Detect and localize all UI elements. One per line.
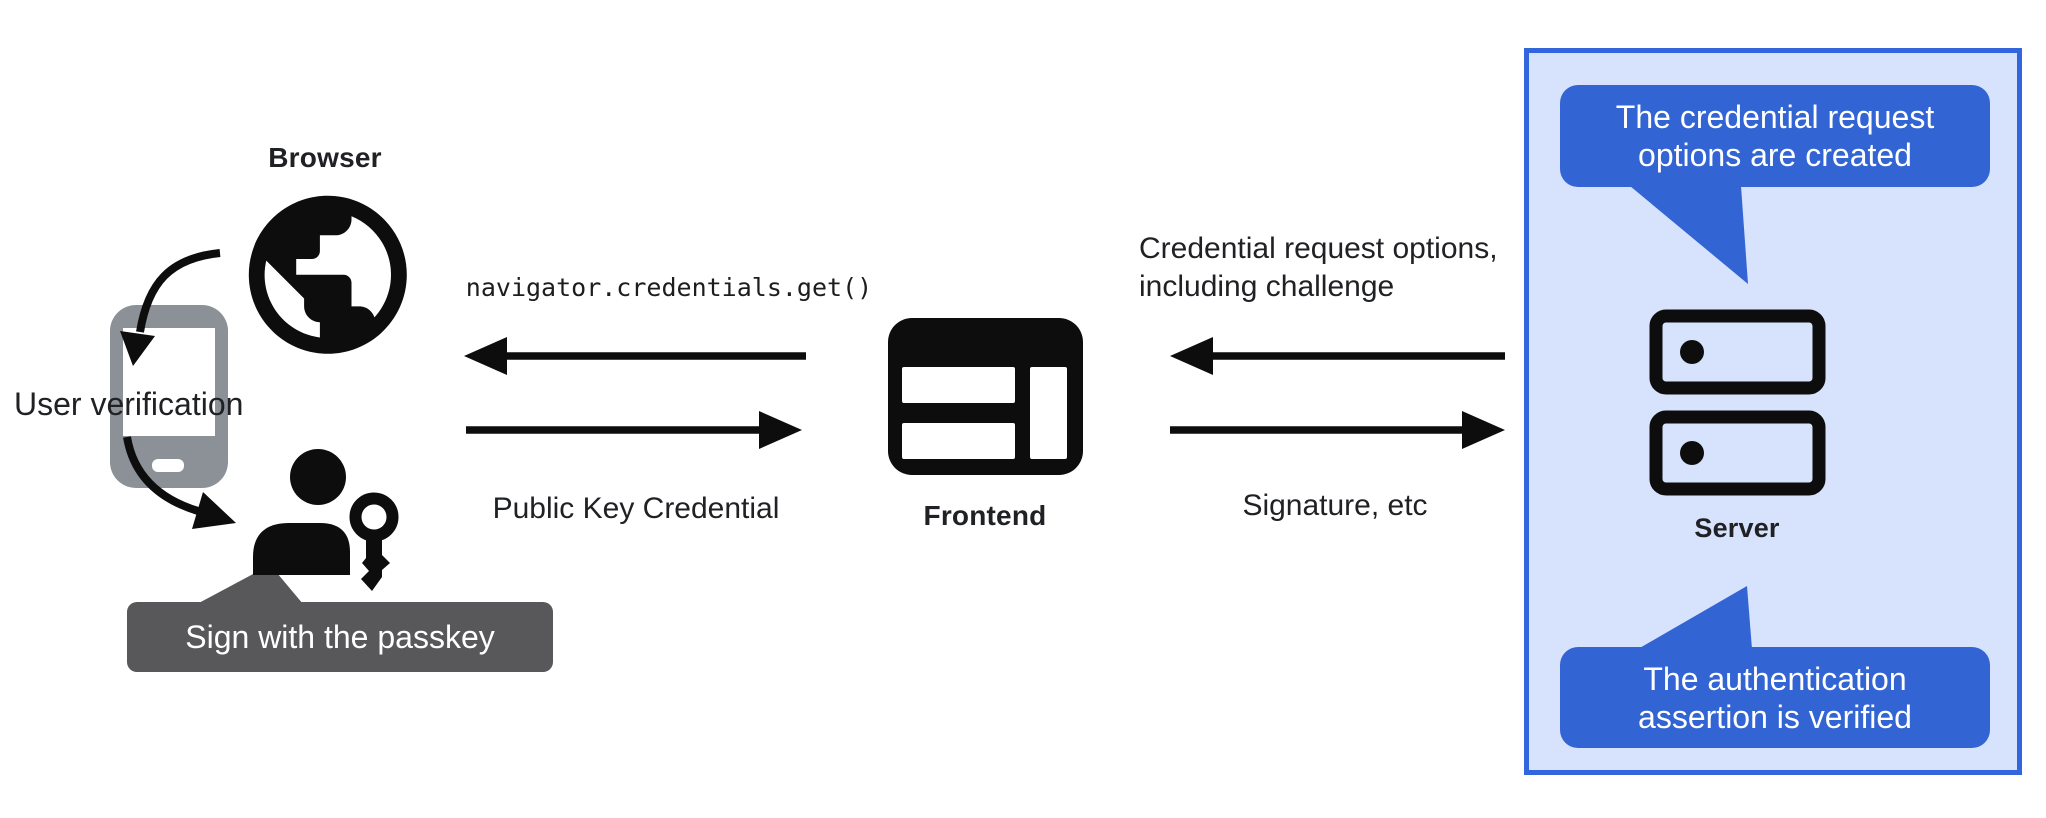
navigator-credentials-get-code: navigator.credentials.get() bbox=[465, 273, 873, 302]
globe-icon bbox=[248, 195, 407, 354]
curved-arrow-phone-to-person bbox=[123, 436, 236, 529]
speech-bubble-tail-bottom bbox=[1638, 586, 1752, 649]
arrow-server-to-frontend bbox=[1170, 337, 1505, 375]
server-stack-icon bbox=[1649, 309, 1826, 496]
credential-request-created-callout: The credential request options are creat… bbox=[1560, 85, 1990, 187]
assertion-verified-callout: The authentication assertion is verified bbox=[1560, 647, 1990, 748]
credential-request-options-label: Credential request options, including ch… bbox=[1139, 230, 1498, 306]
arrow-frontend-to-server bbox=[1170, 411, 1505, 449]
server-label: Server bbox=[1694, 513, 1780, 543]
browser-label: Browser bbox=[268, 142, 382, 173]
public-key-credential-label: Public Key Credential bbox=[492, 492, 780, 525]
callout-bottom-line1: The authentication bbox=[1643, 660, 1907, 697]
callout-top-line2: options are created bbox=[1638, 137, 1912, 173]
sign-with-passkey-tooltip: Sign with the passkey bbox=[127, 602, 553, 672]
person-icon bbox=[253, 449, 350, 575]
curved-arrow-browser-to-phone bbox=[120, 249, 221, 366]
credential-request-options-line2: including challenge bbox=[1139, 270, 1395, 303]
frontend-label: Frontend bbox=[923, 500, 1047, 531]
arrow-frontend-to-browser bbox=[464, 337, 806, 375]
signature-etc-label: Signature, etc bbox=[1242, 489, 1428, 522]
arrow-browser-to-frontend bbox=[466, 411, 802, 449]
browser-window-icon bbox=[888, 318, 1083, 475]
key-icon bbox=[349, 492, 399, 591]
user-verification-label: User verification bbox=[14, 386, 244, 422]
credential-request-options-line1: Credential request options, bbox=[1139, 232, 1498, 265]
callout-top-line1: The credential request bbox=[1615, 99, 1935, 135]
sign-with-passkey-label: Sign with the passkey bbox=[185, 618, 495, 655]
speech-bubble-tail-top bbox=[1630, 186, 1748, 284]
callout-bottom-line2: assertion is verified bbox=[1638, 698, 1912, 735]
tooltip-pointer bbox=[197, 573, 303, 604]
